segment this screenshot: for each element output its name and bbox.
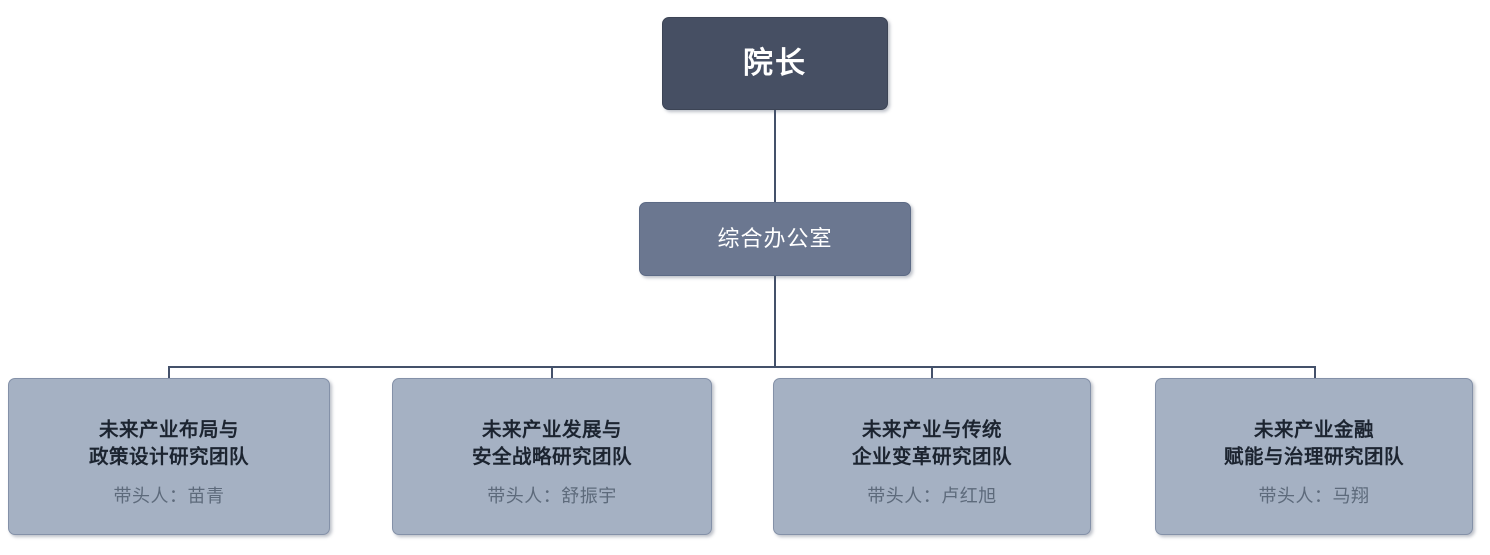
node-team-3-title-line1: 未来产业与传统 <box>861 418 1002 441</box>
node-team-1[interactable]: 未来产业布局与 政策设计研究团队 带头人：苗青 <box>8 378 330 535</box>
node-team-3[interactable]: 未来产业与传统 企业变革研究团队 带头人：卢红旭 <box>773 378 1091 535</box>
node-team-2-title-line1: 未来产业发展与 <box>481 418 622 441</box>
node-team-3-leader: 带头人：卢红旭 <box>867 485 997 506</box>
node-team-1-title-line2: 政策设计研究团队 <box>88 445 249 468</box>
connector-drop-team-2 <box>551 366 553 379</box>
node-general-office-title: 综合办公室 <box>717 225 833 251</box>
node-team-4-leader: 带头人：马翔 <box>1258 485 1370 506</box>
connector-drop-team-3 <box>931 366 933 379</box>
node-team-1-title-line1: 未来产业布局与 <box>98 418 239 441</box>
node-dean-title: 院长 <box>743 46 807 80</box>
node-team-4-title-line1: 未来产业金融 <box>1253 418 1374 441</box>
node-team-1-leader: 带头人：苗青 <box>113 485 225 506</box>
connector-drop-team-4 <box>1314 366 1316 379</box>
node-team-1-title: 未来产业布局与 政策设计研究团队 <box>89 417 249 471</box>
node-team-4-title-line2: 赋能与治理研究团队 <box>1223 445 1404 468</box>
node-team-3-title-line2: 企业变革研究团队 <box>851 445 1012 468</box>
node-team-2-title-line2: 安全战略研究团队 <box>471 445 632 468</box>
node-team-4[interactable]: 未来产业金融 赋能与治理研究团队 带头人：马翔 <box>1155 378 1473 535</box>
node-dean[interactable]: 院长 <box>662 17 888 110</box>
connector-drop-team-1 <box>168 366 170 379</box>
node-team-4-title: 未来产业金融 赋能与治理研究团队 <box>1224 417 1404 471</box>
connector-dean-to-office <box>774 110 776 202</box>
node-team-2-leader: 带头人：舒振宇 <box>487 485 617 506</box>
node-general-office[interactable]: 综合办公室 <box>639 202 911 276</box>
node-team-3-title: 未来产业与传统 企业变革研究团队 <box>852 417 1012 471</box>
node-team-2-title: 未来产业发展与 安全战略研究团队 <box>472 417 632 471</box>
connector-horizontal-bus <box>168 366 1316 368</box>
connector-office-to-bus <box>774 276 776 368</box>
node-team-2[interactable]: 未来产业发展与 安全战略研究团队 带头人：舒振宇 <box>392 378 712 535</box>
